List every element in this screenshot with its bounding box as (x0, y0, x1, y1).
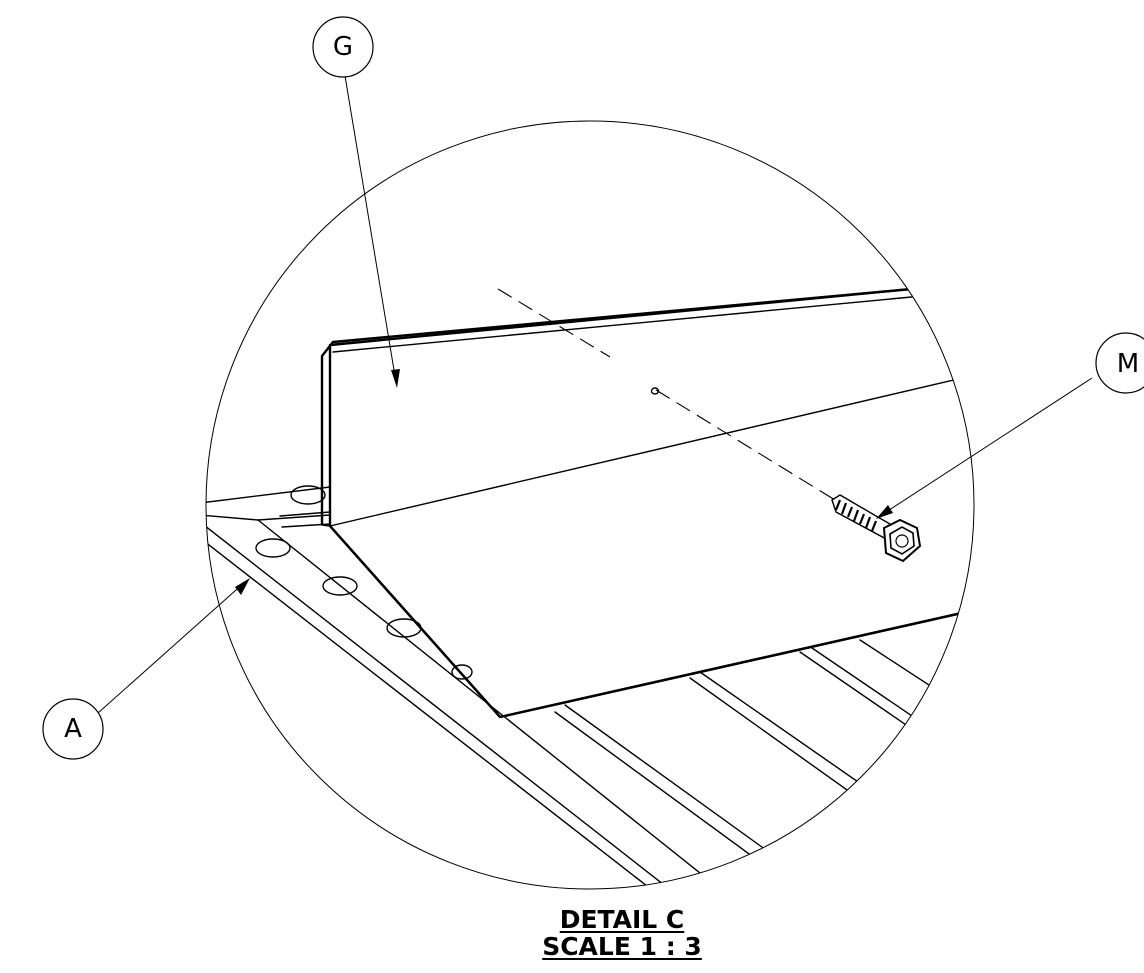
assembly-centerline (497, 288, 611, 358)
bolt-insertion-path (655, 389, 836, 501)
angle-bracket (320, 286, 974, 719)
callout-balloon-m: M (1095, 332, 1144, 394)
detail-geometry (206, 286, 974, 889)
svg-text:A: A (64, 714, 82, 744)
detail-scale: SCALE 1 : 3 (542, 932, 702, 961)
mounting-hole (650, 387, 660, 395)
leader-lines (97, 75, 1093, 714)
detail-title: DETAIL C (559, 905, 685, 934)
svg-text:G: G (333, 32, 353, 62)
callout-balloon-g: G (312, 16, 374, 78)
detail-caption: DETAIL C SCALE 1 : 3 (472, 906, 772, 960)
svg-text:M: M (1117, 349, 1139, 379)
callout-balloon-a: A (42, 698, 104, 760)
hex-bolt (831, 494, 922, 563)
